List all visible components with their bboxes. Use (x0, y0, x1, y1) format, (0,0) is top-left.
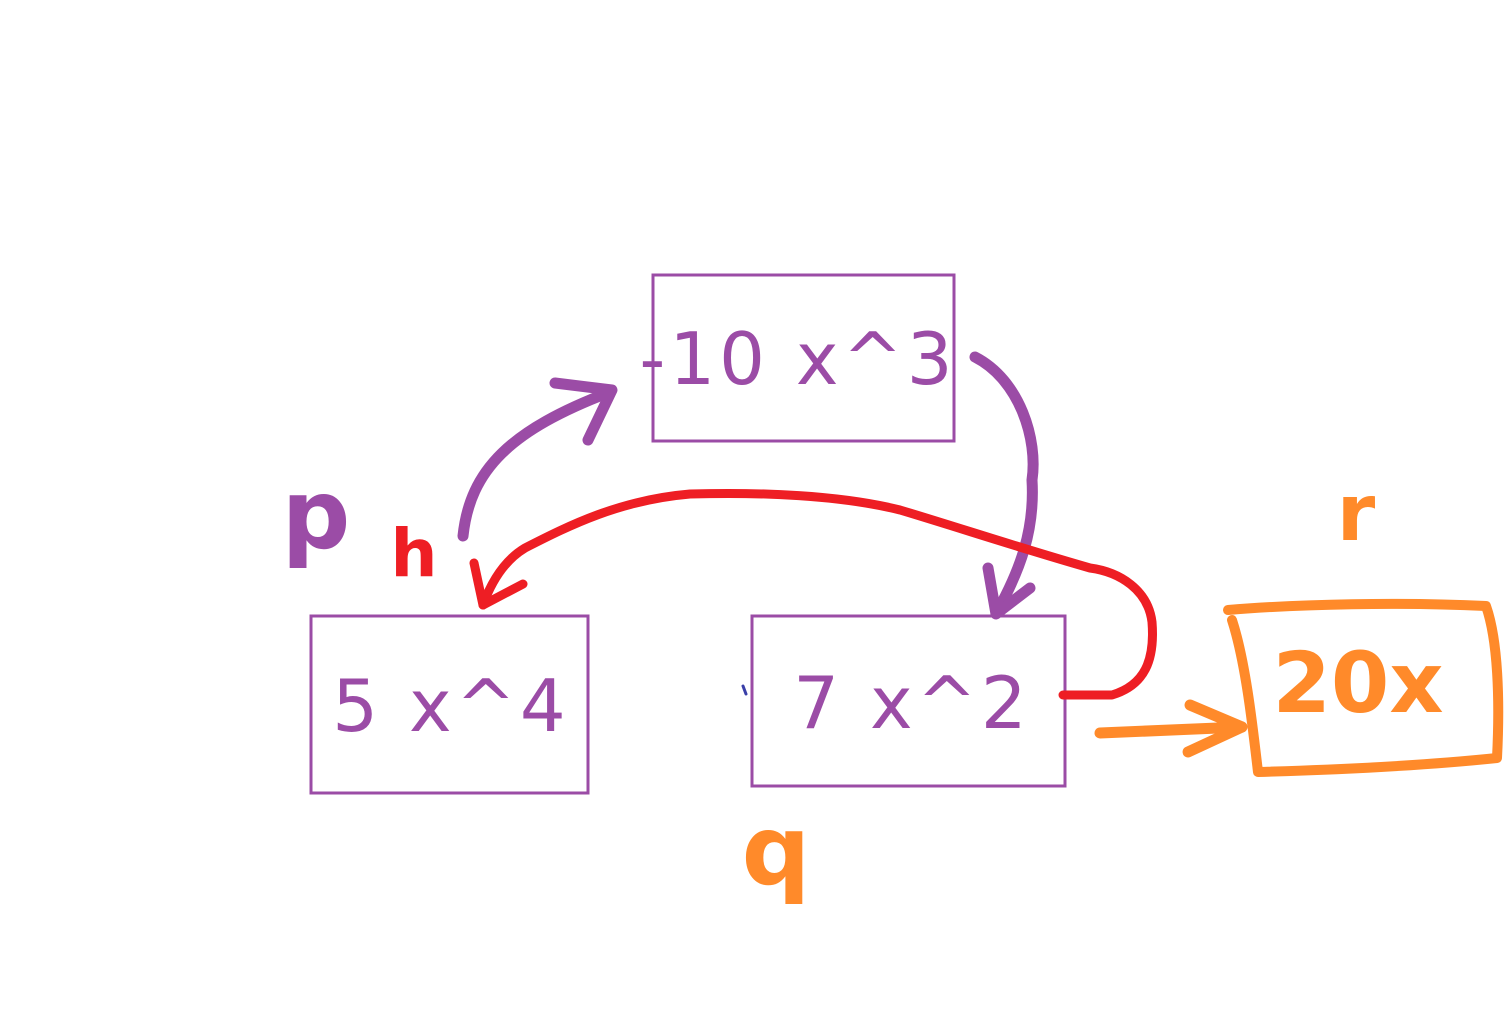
term-right-text: 7 x^2 (793, 661, 1030, 745)
term-box-top: -10 x^3 (639, 273, 956, 443)
result-text: 20x (1272, 634, 1443, 732)
result-box: 20x (1223, 598, 1504, 777)
stray-mark (741, 684, 748, 696)
term-box-left: 5 x^4 (309, 614, 590, 795)
arrow-right-to-left (469, 488, 1157, 700)
label-p: p (282, 459, 351, 571)
label-h: h (391, 515, 438, 592)
term-top-text: -10 x^3 (639, 317, 956, 401)
term-box-right: 7 x^2 (750, 614, 1067, 788)
arrow-left-to-top (457, 377, 618, 542)
label-r: r (1337, 469, 1376, 559)
arrow-to-result (1094, 699, 1248, 758)
arrow-top-to-right (969, 351, 1039, 620)
term-left-text: 5 x^4 (332, 664, 569, 748)
label-q: q (742, 795, 811, 907)
